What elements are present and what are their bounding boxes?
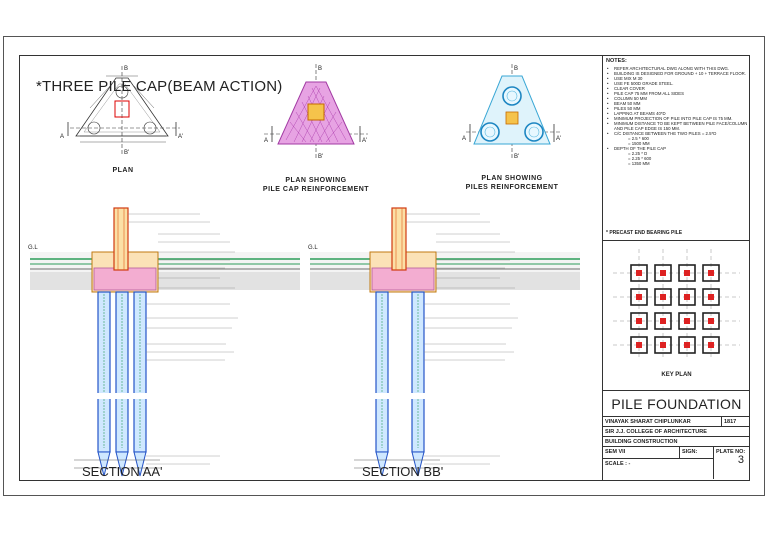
note-item: BEAM 50 MM: [606, 101, 748, 106]
note-item: REFER ARCHITECTURAL DWG ALONG WITH THIS …: [606, 66, 748, 71]
mark-a-prime-plan2: A': [362, 138, 367, 144]
plate-cell: PLATE NO: 3: [713, 447, 750, 479]
key-plan-pile-cap: [678, 288, 696, 306]
note-item: MINIMUM DISTANCE TO BE KEPT BETWEEN PILE…: [606, 121, 748, 131]
caption-line-1: PLAN SHOWING: [285, 177, 347, 184]
gl-mark-bb: G.L: [308, 245, 318, 251]
gl-mark-aa: G.L: [28, 245, 38, 251]
key-plan-pile-cap: [630, 312, 648, 330]
key-plan-pile-cap: [654, 288, 672, 306]
note-item: MINIMUM PROJECTION OF PILE INTO PILE CAP…: [606, 116, 748, 121]
key-plan-pile-cap: [678, 264, 696, 282]
caption-line-1: PLAN SHOWING: [481, 175, 543, 182]
section-bb: [310, 207, 580, 477]
note-item: LAPPING AT BEAMS 40*D: [606, 111, 748, 116]
notes-list: REFER ARCHITECTURAL DWG ALONG WITH THIS …: [606, 66, 748, 166]
drawing-svg: B B' A A' B B' A A' B B' A A' G.L G.L: [28, 64, 580, 477]
note-item: PILE CAP 75 MM FROM ALL SIDES: [606, 91, 748, 96]
mark-b-prime-plan: B': [124, 150, 129, 156]
key-plan-pile-cap: [630, 264, 648, 282]
piles-reinforcement-plan: [466, 64, 560, 160]
side-panel: NOTES: REFER ARCHITECTURAL DWG ALONG WIT…: [602, 56, 750, 480]
key-plan-pile-cap: [654, 312, 672, 330]
drawing-title: *THREE PILE CAP(BEAM ACTION): [36, 78, 283, 95]
mark-a-plan3: A: [462, 136, 466, 142]
key-plan-pile-cap: [630, 288, 648, 306]
piles-aa: [97, 291, 147, 477]
note-item: = 2.25 * D: [628, 151, 648, 156]
key-plan: KEY PLAN: [603, 240, 750, 391]
notes-heading: NOTES:: [606, 58, 627, 64]
note-item: USE FE 500D GRADE STEEL.: [606, 81, 748, 86]
key-plan-pile-cap: [702, 336, 720, 354]
caption-line-2: PILE CAP REINFORCEMENT: [262, 186, 370, 193]
note-item: CLEAR COVER: [606, 86, 748, 91]
subject-name: BUILDING CONSTRUCTION: [603, 436, 750, 446]
mark-a-prime-plan: A': [178, 134, 183, 140]
key-plan-pile-cap: [654, 336, 672, 354]
plate-number: 3: [737, 454, 744, 466]
college-name: SIR J.J. COLLEGE OF ARCHITECTURE: [603, 426, 750, 436]
note-item: = 2.5 * 600: [628, 136, 649, 141]
key-plan-pile-cap: [654, 264, 672, 282]
project-title: PILE FOUNDATION: [603, 390, 750, 416]
key-plan-grid: [613, 249, 740, 357]
note-item: = 1350 MM: [628, 161, 650, 166]
mark-b-plan: B: [124, 66, 128, 72]
key-plan-pile-cap: [630, 336, 648, 354]
plan-caption: PLAN: [92, 166, 154, 175]
note-item: C/C DISTANCE BETWEEN THE TWO PILES = 2.5…: [606, 131, 748, 136]
section-aa-title: SECTION AA': [82, 464, 163, 479]
key-plan-pile-cap: [702, 288, 720, 306]
mark-b-prime-plan2: B': [318, 154, 323, 160]
note-item: USE MIX M 30: [606, 76, 748, 81]
mark-b-plan2: B: [318, 66, 322, 72]
plate-label: PLATE NO:: [716, 449, 746, 455]
mark-a-prime-plan3: A': [556, 136, 561, 142]
caption-line-2: PILES REINFORCEMENT: [465, 184, 559, 191]
roll-number: 1817: [721, 417, 750, 426]
piles-bb: [375, 291, 425, 477]
sign-label: SIGN:: [679, 447, 713, 458]
note-item: DEPTH OF THE PILE CAP: [606, 146, 748, 151]
key-plan-label: KEY PLAN: [661, 372, 692, 378]
precast-note: * PRECAST END BEARING PILE: [606, 230, 683, 236]
semester: SEM VII: [605, 449, 626, 455]
note-item: = 1500 MM: [628, 141, 650, 146]
mark-b-prime-plan3: B': [514, 154, 519, 160]
plan-view: [67, 66, 180, 156]
note-item: = 2.25 * 600: [628, 156, 652, 161]
key-plan-pile-cap: [702, 312, 720, 330]
student-row: VINAYAK SHARAT CHIPLUNKAR 1817: [603, 416, 750, 426]
mark-a-plan2: A: [264, 138, 268, 144]
note-item: COLUMN 50 MM: [606, 96, 748, 101]
piles-reinforcement-caption: PLAN SHOWING PILES REINFORCEMENT: [452, 174, 572, 192]
note-item: BUILDING IS DESIGNED FOR GROUND + 10 + T…: [606, 71, 748, 76]
key-plan-pile-cap: [702, 264, 720, 282]
drawing-sheet: B B' A A' B B' A A' B B' A A' G.L G.L *T…: [3, 36, 765, 496]
note-item: PILES 50 MM: [606, 106, 748, 111]
plan-caption-line: PLAN: [112, 167, 134, 174]
key-plan-pile-cap: [678, 336, 696, 354]
scale: SCALE : -: [603, 458, 713, 468]
drawing-area: B B' A A' B B' A A' B B' A A' G.L G.L *T…: [20, 56, 602, 480]
pile-cap-reinforcement-plan: [264, 64, 368, 160]
mark-a-plan: A: [60, 134, 64, 140]
sheet-border: B B' A A' B B' A A' B B' A A' G.L G.L *T…: [19, 55, 750, 481]
section-aa: [30, 207, 300, 477]
pile-cap-reinforcement-caption: PLAN SHOWING PILE CAP REINFORCEMENT: [248, 176, 384, 194]
section-bb-title: SECTION BB': [362, 464, 444, 479]
semester-row: SEM VII SIGN: PLATE NO: 3: [603, 446, 750, 479]
mark-b-plan3: B: [514, 66, 518, 72]
student-name: VINAYAK SHARAT CHIPLUNKAR: [605, 419, 691, 425]
key-plan-pile-cap: [678, 312, 696, 330]
